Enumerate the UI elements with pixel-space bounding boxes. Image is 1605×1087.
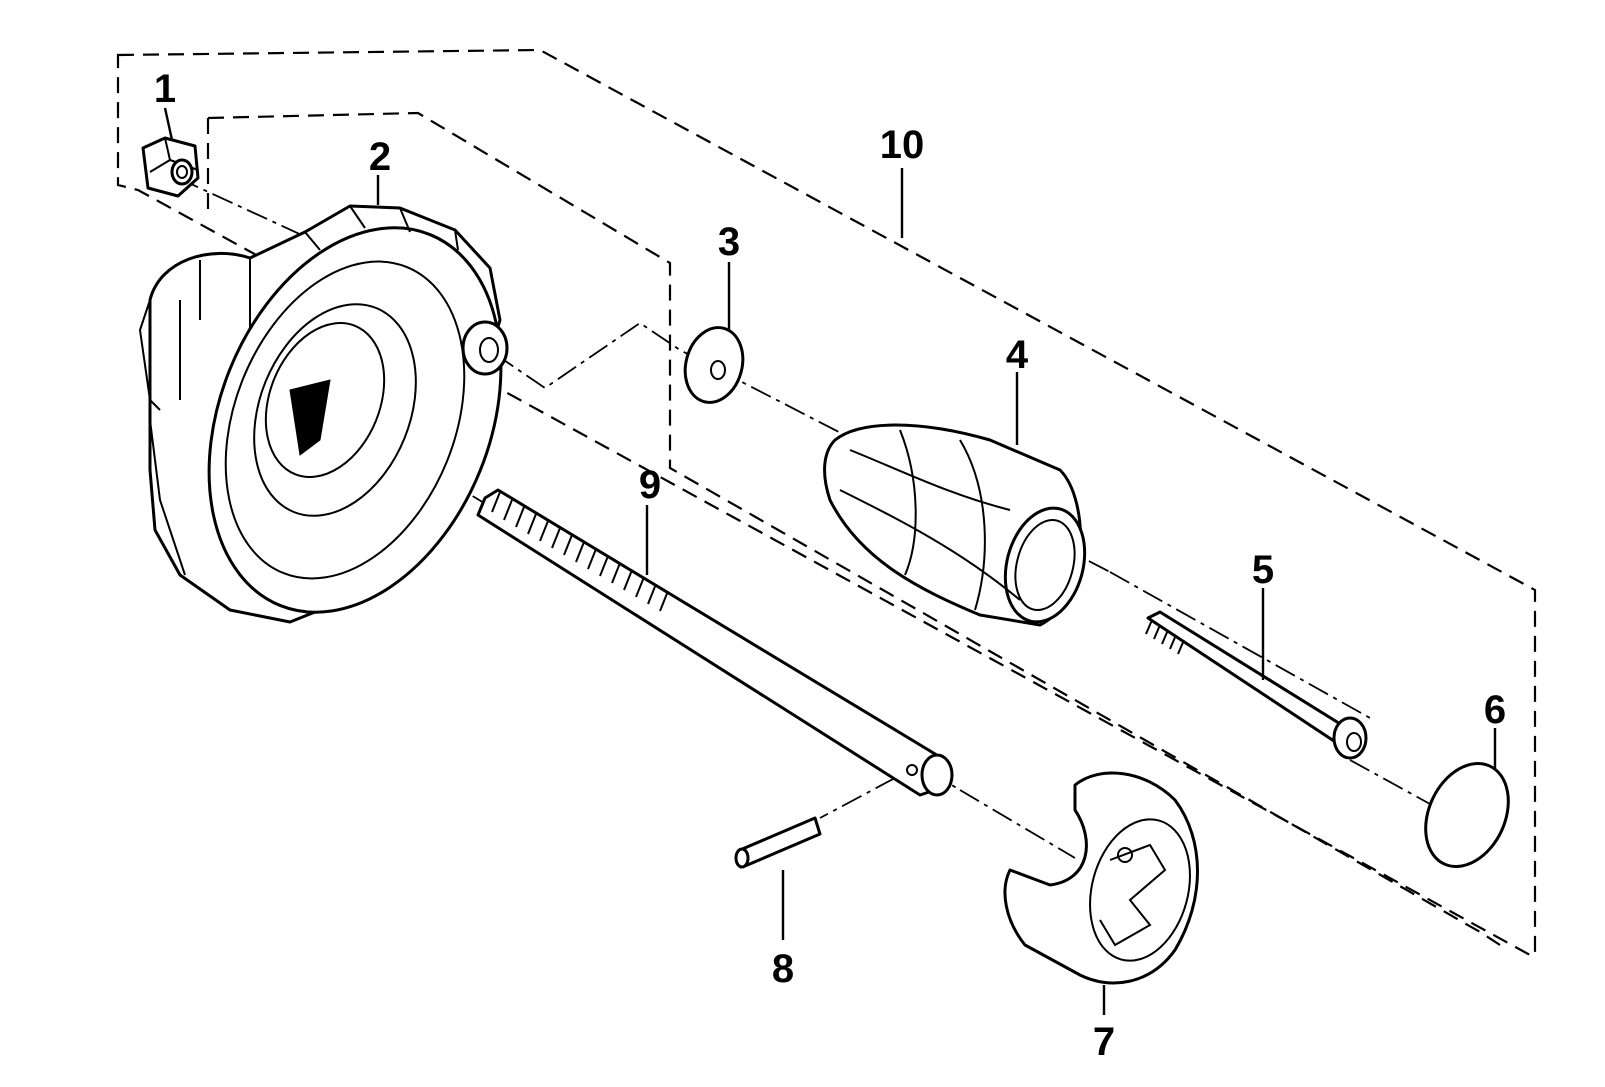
part-2-handwheel (138, 204, 509, 624)
part-4-grip (823, 423, 1087, 627)
part-1-nut (141, 136, 200, 198)
leader-1 (163, 107, 174, 141)
assembly-10-boundary (116, 48, 1537, 957)
subassembly-boundary (207, 111, 1501, 946)
callout-6: 6 (1484, 688, 1506, 732)
callout-5: 5 (1252, 548, 1274, 592)
part-3-washer (683, 326, 745, 404)
callout-9: 9 (639, 463, 661, 507)
callout-7: 7 (1093, 1020, 1115, 1064)
callout-4: 4 (1006, 333, 1029, 377)
callout-10: 10 (880, 123, 925, 167)
part-8-pin (734, 816, 822, 869)
callout-1: 1 (154, 67, 176, 111)
callout-8: 8 (772, 947, 794, 991)
pin-axis (819, 777, 896, 819)
part-5-screw (1145, 610, 1368, 760)
callout-3: 3 (718, 220, 740, 264)
part-9-shaft (476, 488, 954, 797)
part-6-cap (1424, 761, 1510, 869)
callout-2: 2 (369, 135, 391, 179)
part-7-insert (1003, 771, 1199, 985)
